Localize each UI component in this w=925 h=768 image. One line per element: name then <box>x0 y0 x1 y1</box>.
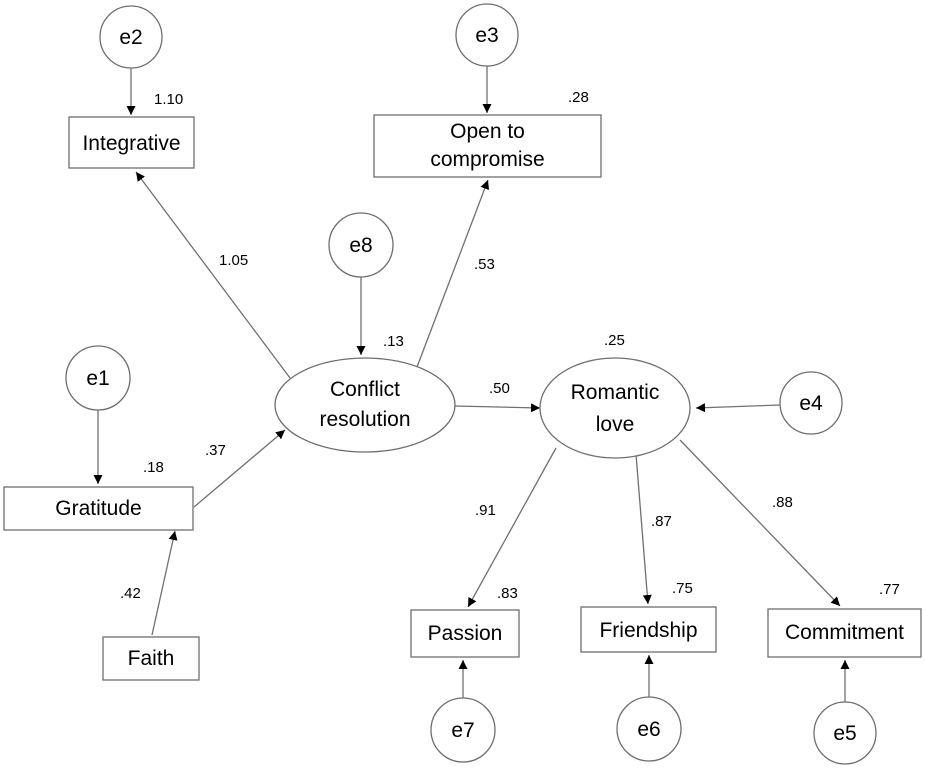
node-passion: Passion <box>410 609 520 658</box>
node-commitment: Commitment <box>767 608 922 658</box>
error-e8: e8 <box>328 212 394 278</box>
open-to-compromise-label-line1: Open to <box>450 120 525 143</box>
open-to-compromise-label-line2: compromise <box>430 148 544 171</box>
r2-integrative: 1.10 <box>154 91 183 108</box>
path-romantic-to-passion <box>467 447 557 608</box>
error-e4: e4 <box>779 371 843 435</box>
error-e7: e7 <box>430 697 496 763</box>
error-e3: e3 <box>455 3 519 67</box>
e5-label: e5 <box>833 722 856 745</box>
node-gratitude: Gratitude <box>3 486 194 531</box>
r2-open-to-compromise: .28 <box>568 89 589 106</box>
coef-conflict-to-romantic: .50 <box>489 380 510 397</box>
r2-romantic-love: .25 <box>604 332 625 349</box>
path-faith-to-gratitude <box>151 530 178 636</box>
r2-commitment: .77 <box>879 581 900 598</box>
commitment-label: Commitment <box>785 621 904 644</box>
e6-label: e6 <box>637 718 660 741</box>
error-e5: e5 <box>813 701 877 765</box>
romantic-love-label-line2: love <box>596 413 635 436</box>
coef-gratitude-to-conflict: .37 <box>205 442 226 459</box>
e4-label: e4 <box>799 392 823 415</box>
coef-romantic-to-friendship: .87 <box>651 513 672 530</box>
faith-label: Faith <box>128 647 175 670</box>
coef-conflict-to-open: .53 <box>474 256 495 273</box>
error-e1: e1 <box>65 345 131 411</box>
node-open-to-compromise: Open to compromise <box>373 114 602 178</box>
error-e2: e2 <box>99 5 163 69</box>
path-gratitude-to-conflict <box>193 429 286 508</box>
conflict-resolution-label-line2: resolution <box>319 408 410 431</box>
e7-label: e7 <box>451 719 474 742</box>
r2-gratitude: .18 <box>143 459 164 476</box>
integrative-label: Integrative <box>82 132 180 155</box>
coef-faith-to-gratitude: .42 <box>120 585 141 602</box>
coef-romantic-to-commitment: .88 <box>772 494 793 511</box>
passion-label: Passion <box>428 622 503 645</box>
romantic-love-label-line1: Romantic <box>571 381 660 404</box>
e3-label: e3 <box>475 24 498 47</box>
node-friendship: Friendship <box>580 606 717 653</box>
node-conflict-resolution: Conflict resolution <box>274 357 456 453</box>
node-integrative: Integrative <box>68 116 195 169</box>
coef-romantic-to-passion: .91 <box>475 502 496 519</box>
conflict-resolution-label-line1: Conflict <box>330 378 400 401</box>
gratitude-label: Gratitude <box>55 497 141 520</box>
node-romantic-love: Romantic love <box>539 357 691 459</box>
node-faith: Faith <box>102 636 200 681</box>
path-e4-to-romantic <box>695 403 781 413</box>
path-conflict-to-romantic <box>454 403 541 413</box>
e1-label: e1 <box>86 367 109 390</box>
e8-label: e8 <box>349 234 372 257</box>
path-romantic-to-commitment <box>679 439 841 607</box>
coef-conflict-to-integrative: 1.05 <box>219 252 248 269</box>
r2-friendship: .75 <box>672 580 693 597</box>
e2-label: e2 <box>119 26 142 49</box>
path-romantic-to-friendship <box>635 453 652 605</box>
path-conflict-to-open <box>416 179 490 368</box>
r2-conflict-resolution: .13 <box>383 333 404 350</box>
friendship-label: Friendship <box>599 619 697 642</box>
error-e6: e6 <box>616 696 682 762</box>
r2-passion: .83 <box>497 585 518 602</box>
path-conflict-to-integrative <box>135 171 291 379</box>
